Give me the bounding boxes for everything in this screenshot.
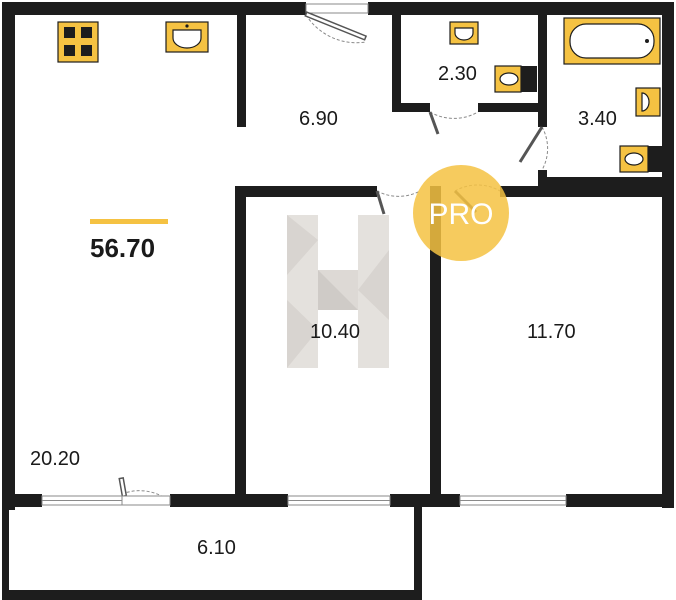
pro-badge: PRO: [413, 165, 509, 261]
toilet-icon: [494, 65, 537, 93]
room-area-living: 20.20: [30, 448, 80, 470]
windows: [41, 3, 567, 506]
window-hall-top: [305, 3, 369, 14]
toilet-icon: [619, 145, 662, 173]
room-area-bath: 3.40: [578, 108, 617, 130]
room-area-balcony: 6.10: [197, 537, 236, 559]
h-logo-watermark: [287, 215, 389, 368]
bedroom-middle-door: [375, 190, 386, 215]
room-area-wc: 2.30: [438, 63, 477, 85]
bathtub-icon: [563, 17, 661, 65]
wc-door: [428, 111, 440, 135]
pro-badge-text: PRO: [428, 198, 493, 231]
room-area-hall: 6.90: [299, 108, 338, 130]
doors: [118, 11, 549, 506]
sink-icon: [635, 87, 661, 117]
total-area-accent-bar: [90, 219, 168, 224]
entrance-door: [304, 11, 368, 41]
balcony-door: [121, 495, 171, 506]
room-area-bedroom-middle: 10.40: [310, 321, 360, 343]
bath-door: [518, 126, 544, 163]
sink-icon: [165, 21, 209, 53]
total-area-label: 56.70: [90, 233, 155, 263]
sink-icon: [449, 21, 479, 45]
stove-icon: [57, 21, 99, 63]
room-area-bedroom-right: 11.70: [527, 321, 576, 343]
